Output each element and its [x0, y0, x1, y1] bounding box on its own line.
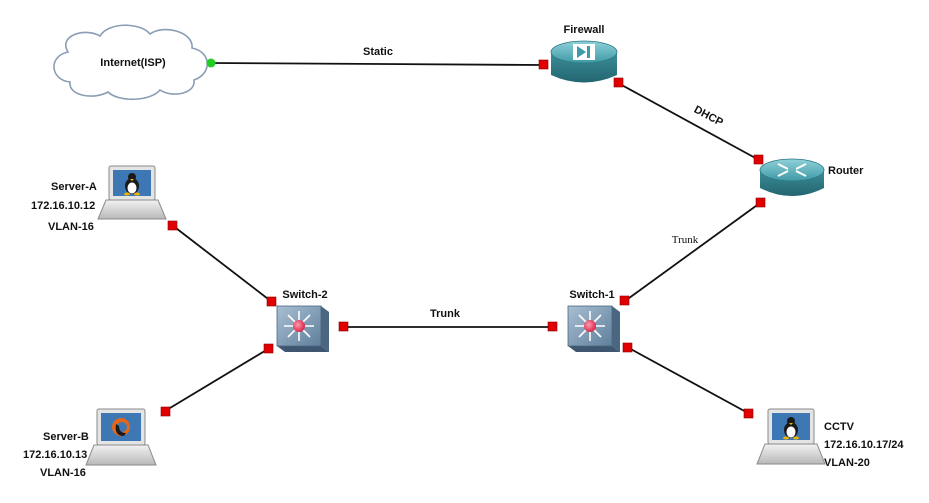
laptop-base	[85, 444, 157, 466]
router-node[interactable]: Router	[759, 158, 864, 196]
router-arrows-icon	[777, 163, 807, 177]
server-a-vlan: VLAN-16	[48, 221, 94, 233]
switch2-bottom	[277, 346, 329, 352]
link-internet-firewall[interactable]	[210, 62, 544, 66]
links	[164, 62, 761, 414]
server-a-ip: 172.16.10.12	[31, 200, 95, 212]
router-top	[759, 158, 825, 182]
switch1-side	[612, 306, 620, 352]
cctv-ip: 172.16.10.17/24	[824, 439, 904, 451]
cloud-icon	[53, 24, 209, 101]
laptop-base	[756, 443, 826, 465]
switch1-bottom	[568, 346, 620, 352]
switch2-side	[321, 306, 329, 352]
cctv-node[interactable]: CCTV 172.16.10.17/24 VLAN-20	[756, 408, 904, 469]
switch-1-node[interactable]: Switch-1	[567, 289, 620, 352]
port-firewall-wan[interactable]	[538, 59, 549, 70]
cctv-name: CCTV	[824, 421, 855, 433]
port-switch1-cctv[interactable]	[622, 342, 633, 353]
server-b-name: Server-B	[43, 431, 89, 443]
port-firewall-lan[interactable]	[613, 77, 624, 88]
switch1-label: Switch-1	[569, 289, 614, 301]
server-a-node[interactable]: Server-A 172.16.10.12 VLAN-16	[31, 165, 167, 233]
server-b-ip: 172.16.10.13	[23, 449, 87, 461]
switch1-core-dot	[584, 320, 596, 332]
internet-label: Internet(ISP)	[100, 57, 166, 69]
cctv-vlan: VLAN-20	[824, 457, 870, 469]
ports	[160, 59, 766, 419]
link-firewall-router[interactable]	[617, 82, 760, 161]
port-server-b[interactable]	[160, 406, 171, 417]
link-serverb-switch2[interactable]	[164, 348, 269, 412]
port-router-wan[interactable]	[753, 154, 764, 165]
link-router-switch1[interactable]	[624, 202, 761, 302]
link-label-trunk-router: Trunk	[672, 234, 699, 246]
port-switch2-serverb[interactable]	[263, 343, 274, 354]
port-switch1-uplink[interactable]	[619, 295, 630, 306]
server-a-name: Server-A	[51, 181, 97, 193]
port-cctv[interactable]	[743, 408, 754, 419]
firewall-label: Firewall	[564, 24, 605, 36]
server-b-os-icon	[112, 418, 130, 436]
firewall-icon	[573, 44, 595, 60]
internet-cloud-node[interactable]: Internet(ISP)	[53, 24, 209, 101]
firewall-node[interactable]: Firewall	[550, 24, 618, 83]
port-switch2-servera[interactable]	[266, 296, 277, 307]
switch2-core-dot	[293, 320, 305, 332]
port-router-lan[interactable]	[755, 197, 766, 208]
link-label-trunk-switches: Trunk	[430, 308, 461, 320]
server-b-node[interactable]: Server-B 172.16.10.13 VLAN-16	[23, 408, 157, 479]
server-b-vlan: VLAN-16	[40, 467, 86, 479]
port-server-a[interactable]	[167, 220, 178, 231]
linux-penguin-icon	[124, 173, 140, 196]
linux-penguin-icon	[783, 417, 799, 440]
switch2-label: Switch-2	[282, 289, 327, 301]
port-switch2-trunk[interactable]	[338, 321, 349, 332]
link-switch1-cctv[interactable]	[626, 346, 749, 414]
port-up-internet	[206, 58, 216, 68]
link-servera-switch2[interactable]	[171, 224, 273, 303]
port-switch1-trunk[interactable]	[547, 321, 558, 332]
router-label: Router	[828, 165, 864, 177]
switch-2-node[interactable]: Switch-2	[276, 289, 329, 352]
link-label-static: Static	[363, 46, 393, 58]
laptop-base	[97, 199, 167, 220]
